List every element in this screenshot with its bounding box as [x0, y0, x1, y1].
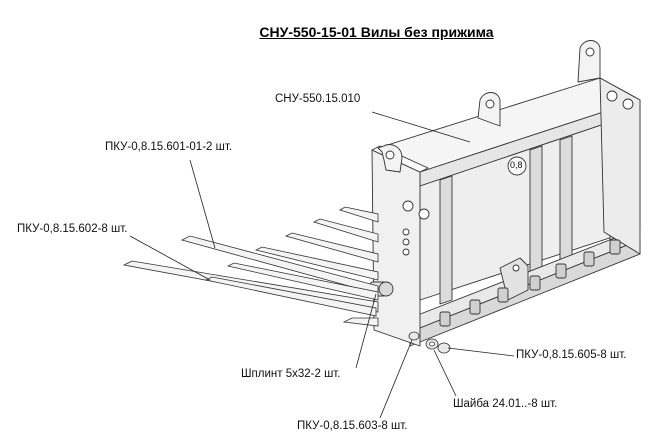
- label-tine-short: ПКУ-0,8.15.602-8 шт.: [17, 223, 128, 235]
- tine-2: [312, 218, 379, 243]
- hole-hook-mid: [485, 99, 495, 109]
- hole-plate-1: [402, 200, 414, 212]
- frame-mark-circle: [507, 156, 527, 176]
- tine-9: [342, 317, 379, 327]
- frame-left-plate: [371, 149, 421, 347]
- hole-right-2: [622, 98, 634, 110]
- hole-plate-2: [418, 208, 430, 220]
- frame-rib-3: [559, 135, 573, 267]
- bolt-part: [408, 331, 420, 341]
- label-bolt: ПКУ-0,8.15.603-8 шт.: [297, 420, 408, 432]
- tines: [122, 206, 379, 327]
- label-pin: Шплинт 5х32-2 шт.: [241, 368, 341, 380]
- hole-hook-left: [385, 150, 395, 160]
- bottom-bolts: [439, 239, 621, 327]
- frame-rib-2: [529, 145, 543, 275]
- tine-4: [254, 246, 379, 281]
- frame-mark-text: 0,8: [510, 160, 523, 170]
- hole-hook-right: [585, 47, 595, 57]
- label-washer: Шайба 24.01..-8 шт.: [453, 398, 558, 410]
- tine-8: [204, 276, 377, 317]
- drawing-title: СНУ-550-15-01 Вилы без прижима: [259, 24, 494, 40]
- hook-right: [577, 40, 601, 83]
- pin-end: [378, 281, 394, 297]
- tine-1: [339, 206, 379, 223]
- label-tine-long: ПКУ-0,8.15.601-01-2 шт.: [105, 141, 233, 153]
- frame-right-plate: [599, 77, 641, 255]
- tine-3: [284, 232, 379, 263]
- hole-right-1: [606, 90, 618, 102]
- chain-holes: [402, 228, 410, 256]
- label-nut: ПКУ-0,8.15.605-8 шт.: [516, 349, 627, 361]
- hook-mid: [477, 92, 501, 127]
- tine-5: [180, 235, 379, 295]
- tine-7: [226, 262, 379, 301]
- label-frame: СНУ-550.15.010: [275, 93, 361, 105]
- frame-rib-1: [439, 175, 453, 305]
